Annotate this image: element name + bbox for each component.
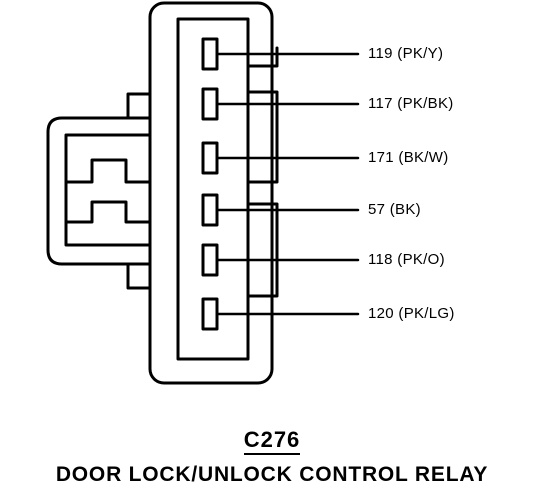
pin-label: 117 (PK/BK) — [368, 95, 454, 112]
connector-latch — [46, 92, 152, 290]
connector-id-text: C276 — [243, 427, 301, 455]
pin-label: 120 (PK/LG) — [368, 305, 455, 322]
pin-cavities — [201, 37, 360, 331]
pin-cavity — [201, 243, 219, 277]
pin-6 — [201, 297, 360, 331]
connector-description: DOOR LOCK/UNLOCK CONTROL RELAY — [55, 463, 489, 486]
pin-cavity — [201, 193, 219, 227]
pin-4 — [201, 193, 360, 227]
connector-inner-cavity — [176, 17, 250, 361]
pin-label: 171 (BK/W) — [368, 149, 449, 166]
pin-cavity — [201, 37, 219, 71]
pin-1 — [201, 37, 360, 71]
pin-label: 118 (PK/O) — [368, 251, 445, 268]
pin-cavity — [201, 297, 219, 331]
pin-label: 119 (PK/Y) — [368, 45, 444, 62]
pin-3 — [201, 141, 360, 175]
pin-2 — [201, 87, 360, 121]
connector-outer-housing — [148, 1, 274, 385]
pin-label: 57 (BK) — [368, 201, 421, 218]
pin-cavity — [201, 87, 219, 121]
connector-id-title: C276 — [0, 427, 544, 455]
pin-5 — [201, 243, 360, 277]
pin-cavity — [201, 141, 219, 175]
